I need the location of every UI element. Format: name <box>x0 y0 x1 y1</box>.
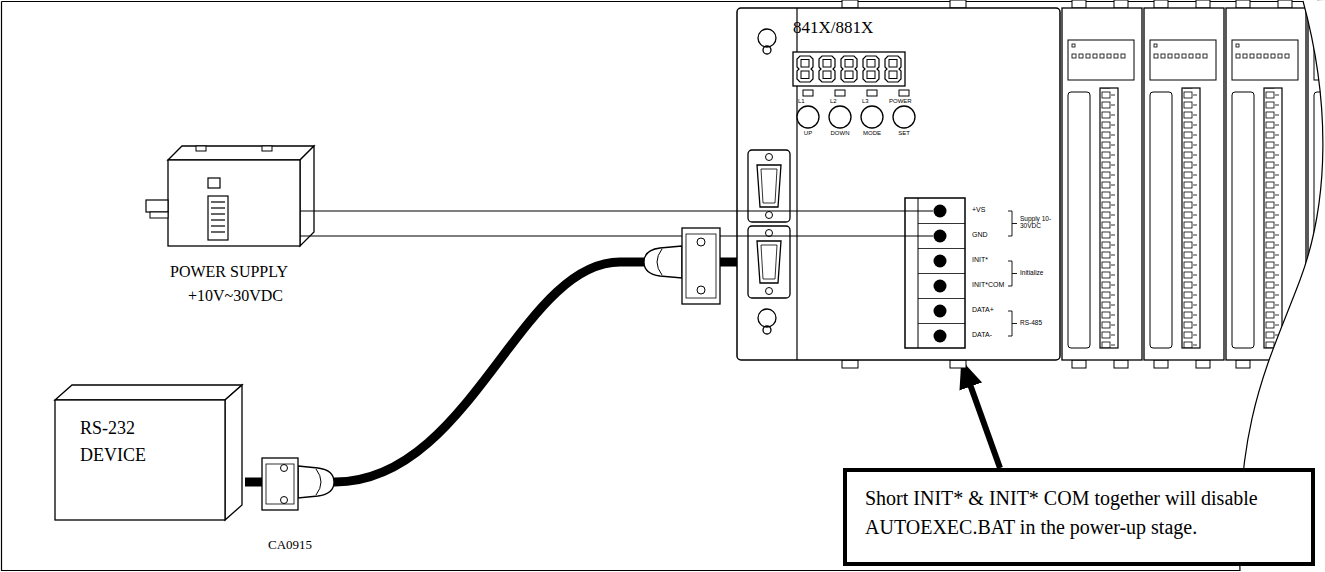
panel-label: RS-485 <box>1020 319 1042 326</box>
node-text: 841X/881X <box>793 18 873 38</box>
panel-label: INIT* <box>972 256 988 264</box>
node-text: RS-232 DEVICE <box>80 415 176 469</box>
panel-label: +VS <box>972 206 985 214</box>
power-wire <box>340 210 737 211</box>
panel-label: INIT*COM <box>972 281 1004 289</box>
rs232-device: RS-232 DEVICE <box>55 385 245 520</box>
panel-label: L1 <box>798 98 818 105</box>
panel-label: L3 <box>862 98 882 105</box>
panel-label: UP <box>788 130 828 137</box>
serial-cable <box>245 262 737 482</box>
panel-label: DATA+ <box>972 306 994 314</box>
panel-label: DATA- <box>972 331 992 339</box>
node-text: POWER SUPPLY <box>170 262 288 281</box>
power-wire <box>340 235 737 236</box>
panel-label: Initialize <box>1020 269 1043 276</box>
cable-label: CA0915 <box>268 538 312 553</box>
controller-unit: 841X/881X <box>737 0 1062 362</box>
panel-label: Supply 10-30VDC <box>1020 215 1058 230</box>
panel-label: GND <box>972 231 988 239</box>
panel-label: DOWN <box>820 130 860 137</box>
power-supply: POWER SUPPLY +10V~30VDC <box>140 138 340 318</box>
panel-label: MODE <box>852 130 892 137</box>
panel-label: POWER <box>889 98 919 105</box>
callout-box: Short INIT* & INIT* COM together will di… <box>843 468 1315 566</box>
callout-arrow <box>962 362 1000 468</box>
node-text: Short INIT* & INIT* COM together will di… <box>865 484 1293 542</box>
node-text: +10V~30VDC <box>188 286 283 305</box>
panel-label: SET <box>884 130 924 137</box>
panel-label: L2 <box>830 98 850 105</box>
